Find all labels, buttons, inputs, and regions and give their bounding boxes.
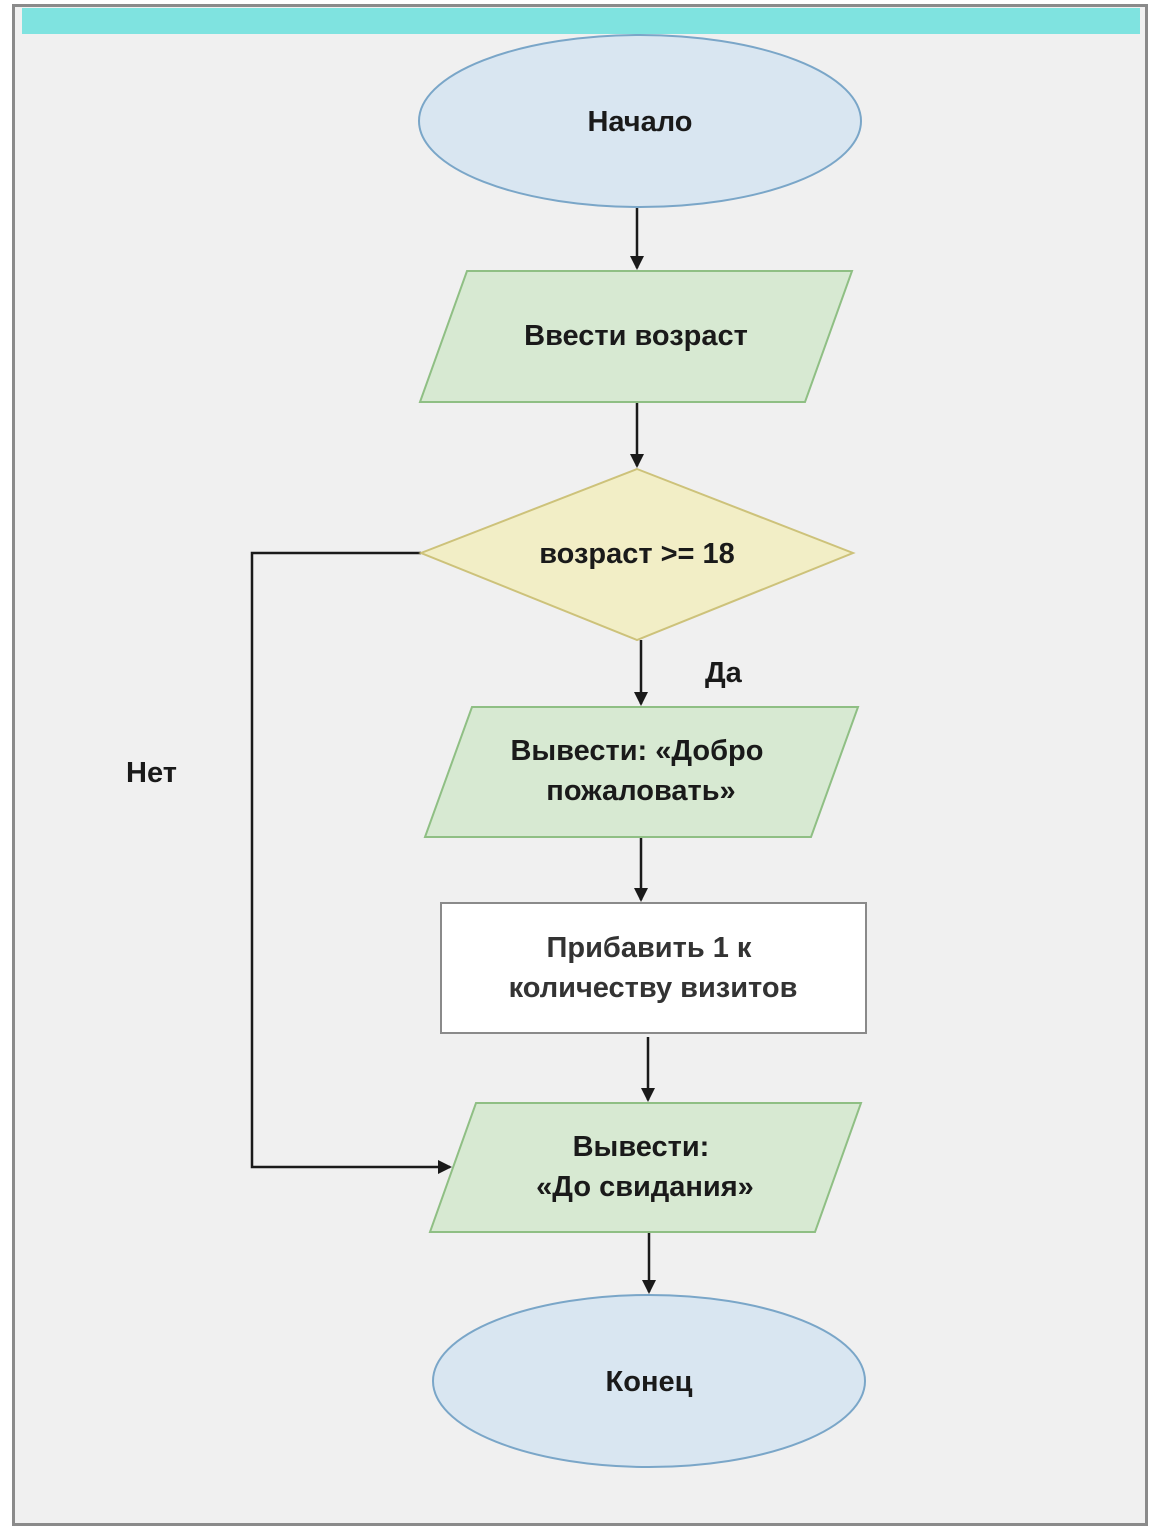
increment-label-line-1: Прибавить 1 к [547,932,752,964]
end-node: Конец [432,1294,866,1468]
top-bar [22,8,1140,34]
start-label: Начало [587,106,692,138]
welcome-label-line-2: пожаловать» [546,775,735,807]
decision-node: возраст >= 18 [418,467,856,642]
svg-text:Ввести возраст: Ввести возраст [524,320,748,352]
svg-text:Конец: Конец [606,1366,693,1398]
goodbye-label-line-1: Вывести: [573,1131,710,1163]
increment-process-node: Прибавить 1 к количеству визитов [440,902,867,1034]
edge-decision-goodbye-no [250,551,452,1174]
svg-text:Начало: Начало [587,106,692,138]
svg-text:Вывести: «До свидания»: Вывести: «До свидания» [536,1131,754,1203]
edge-label-yes: Да [705,657,743,689]
welcome-label-line-1: Вывести: «Добро [510,735,763,767]
input-age-node: Ввести возраст [418,270,854,403]
welcome-output-node: Вывести: «Добро пожаловать» [423,706,860,838]
goodbye-output-node: Вывести: «До свидания» [428,1102,863,1233]
increment-label-line-2: количеству визитов [509,972,798,1004]
start-node: Начало [418,34,862,208]
svg-text:Прибавить 1 к количеству: Прибавить 1 к количеству визитов [509,932,798,1004]
input-age-label: Ввести возраст [524,320,748,352]
svg-text:возраст >= 18: возраст >= 18 [539,538,735,570]
goodbye-label-line-2: «До свидания» [536,1171,754,1203]
svg-text:Вывести: «Добро пожалова: Вывести: «Добро пожаловать» [510,735,771,807]
edge-label-no: Нет [126,757,177,789]
end-label: Конец [606,1366,693,1398]
decision-label: возраст >= 18 [539,538,735,570]
